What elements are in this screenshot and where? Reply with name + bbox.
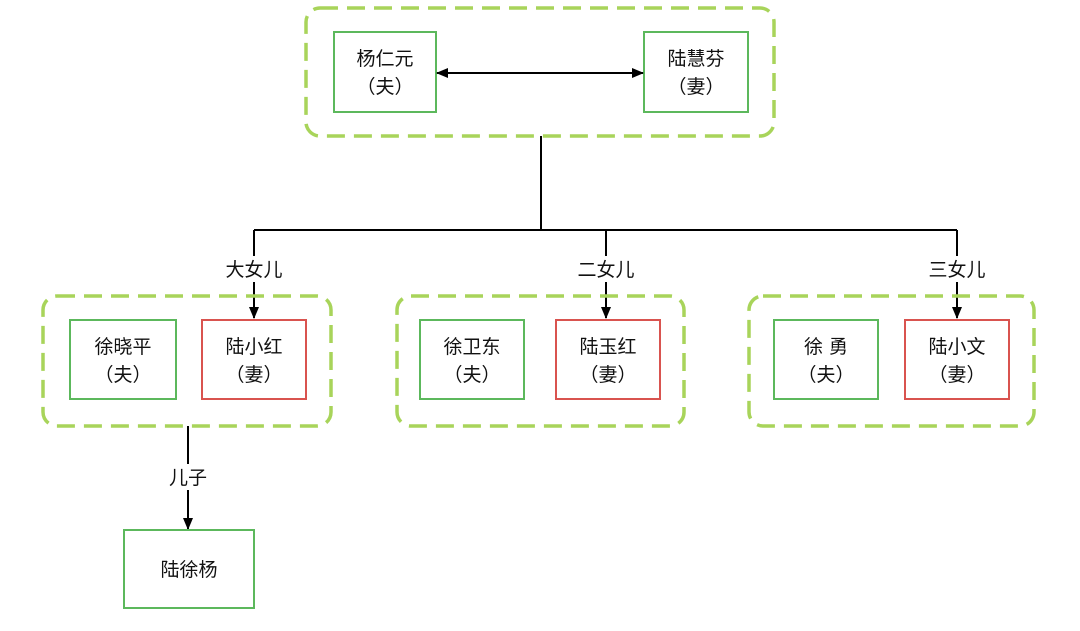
parent-husband-name: 杨仁元 xyxy=(356,48,413,70)
parent-husband-role: （夫） xyxy=(356,76,413,98)
family-group-2 xyxy=(395,294,686,428)
parent-husband-node: 杨仁元 （夫） xyxy=(333,31,437,113)
family1-husband-node: 徐晓平 （夫） xyxy=(69,319,177,400)
family-group-3 xyxy=(747,294,1036,428)
family1-wife-role: （妻） xyxy=(225,364,282,386)
family3-wife-node: 陆小文 （妻） xyxy=(904,319,1010,400)
branch-label-2: 二女儿 xyxy=(577,259,634,281)
family1-husband-name: 徐晓平 xyxy=(94,336,151,358)
grandchild-name: 陆徐杨 xyxy=(160,559,217,581)
label-bg-2 xyxy=(566,256,648,282)
family2-husband-role: （夫） xyxy=(443,364,500,386)
family1-wife-node: 陆小红 （妻） xyxy=(201,319,307,400)
family1-wife-name: 陆小红 xyxy=(225,336,282,358)
family3-husband-role: （夫） xyxy=(797,364,854,386)
grandchild-label-bg xyxy=(156,464,220,490)
label-bg-3 xyxy=(917,256,999,282)
family3-wife-role: （妻） xyxy=(928,364,985,386)
grandchild-node: 陆徐杨 xyxy=(123,529,255,609)
label-bg-1 xyxy=(214,256,296,282)
family1-husband-role: （夫） xyxy=(94,364,151,386)
branch-label-1: 大女儿 xyxy=(225,259,282,281)
parent-wife-name: 陆慧芬 xyxy=(667,48,724,70)
family3-husband-node: 徐 勇 （夫） xyxy=(773,319,879,400)
parent-wife-role: （妻） xyxy=(667,76,724,98)
family3-wife-name: 陆小文 xyxy=(928,336,985,358)
family3-husband-name: 徐 勇 xyxy=(804,336,848,358)
family2-husband-name: 徐卫东 xyxy=(443,336,500,358)
family2-wife-role: （妻） xyxy=(579,364,636,386)
family2-husband-node: 徐卫东 （夫） xyxy=(419,319,525,400)
grandchild-label: 儿子 xyxy=(169,467,207,489)
parent-wife-node: 陆慧芬 （妻） xyxy=(643,31,749,113)
family-group-1 xyxy=(41,294,333,428)
family2-wife-name: 陆玉红 xyxy=(579,336,636,358)
family2-wife-node: 陆玉红 （妻） xyxy=(555,319,661,400)
parents-group xyxy=(304,6,776,138)
branch-label-3: 三女儿 xyxy=(928,259,985,281)
